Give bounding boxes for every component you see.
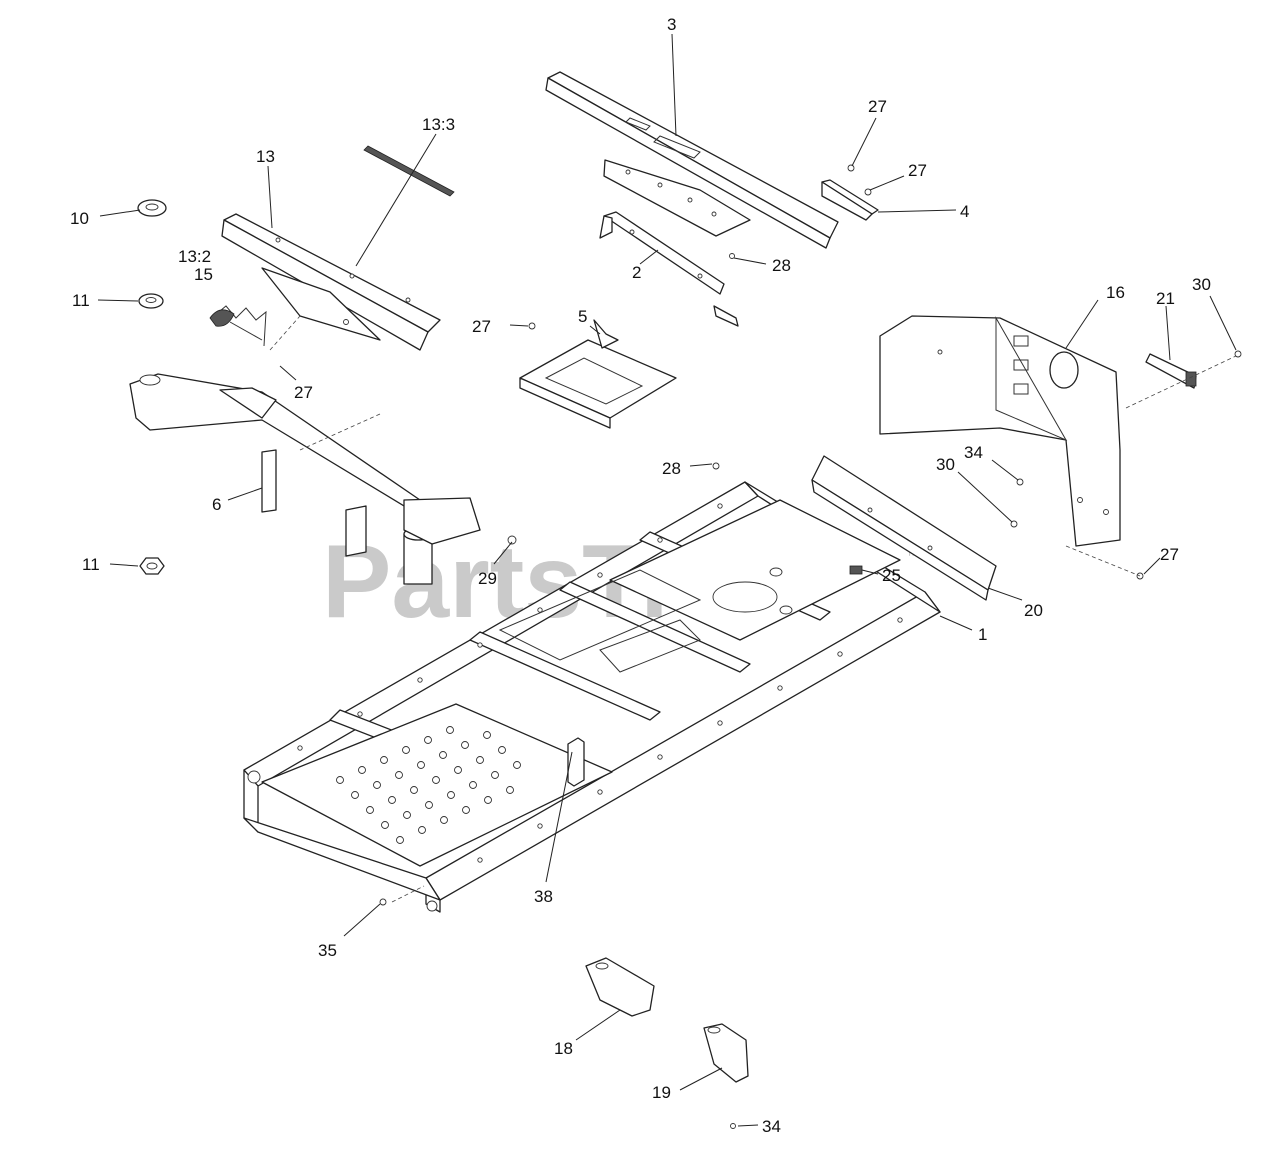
callout-18: 18	[554, 1039, 573, 1058]
part-13-seat-rail[interactable]	[221, 213, 441, 351]
callout-3: 3	[667, 15, 676, 34]
callout-34: 34	[964, 443, 983, 462]
callout-30: 30	[1192, 275, 1211, 294]
callout-27: 27	[294, 383, 313, 402]
callout-25: 25	[882, 566, 901, 585]
callout-13: 13	[256, 147, 275, 166]
callout-35: 35	[318, 941, 337, 960]
part-3-cross-member[interactable]	[545, 71, 839, 249]
part-15-spring[interactable]	[209, 305, 267, 347]
callout-13-2: 13:2	[178, 247, 211, 266]
callout-11: 11	[72, 291, 90, 310]
part-38-bracket[interactable]	[567, 737, 585, 787]
callout-4: 4	[960, 202, 969, 221]
callout-27: 27	[1160, 545, 1179, 564]
part-19-bracket[interactable]	[703, 1023, 749, 1083]
callout-21: 21	[1156, 289, 1175, 308]
callout-11: 11	[82, 555, 100, 574]
callout-15: 15	[194, 265, 213, 284]
part-21-bar[interactable]	[1145, 353, 1197, 389]
callout-38: 38	[534, 887, 553, 906]
callout-10: 10	[70, 209, 89, 228]
callout-28: 28	[772, 256, 791, 275]
leader-lines	[97, 33, 1237, 1127]
part-10-washer[interactable]	[137, 199, 167, 217]
part-20-rail[interactable]	[811, 455, 997, 601]
callout-27: 27	[472, 317, 491, 336]
part-4-bracket[interactable]	[821, 179, 879, 221]
part-11-nut-lower[interactable]	[139, 557, 165, 575]
callout-1: 1	[978, 625, 987, 644]
part-1-main-frame[interactable]	[243, 481, 941, 913]
floor-plate-perforations	[336, 726, 521, 844]
part-13-3-strip[interactable]	[363, 145, 455, 197]
part-18-bracket[interactable]	[585, 957, 655, 1017]
part-11-nut-upper[interactable]	[138, 293, 164, 309]
callout-20: 20	[1024, 601, 1043, 620]
part-16-rear-housing[interactable]	[879, 315, 1121, 547]
callout-6: 6	[212, 495, 221, 514]
callout-27: 27	[908, 161, 927, 180]
callout-19: 19	[652, 1083, 671, 1102]
callout-5: 5	[578, 307, 587, 326]
callout-16: 16	[1106, 283, 1125, 302]
callout-2: 2	[632, 263, 641, 282]
fasteners	[379, 164, 1242, 1129]
part-5-plate[interactable]	[519, 319, 677, 429]
callout-27: 27	[868, 97, 887, 116]
callout-labels: 3 27 27 4 13:3 13 10 13:2 15 11 28 2 27 …	[70, 15, 1211, 1136]
callout-34: 34	[762, 1117, 781, 1136]
frame-holes	[297, 503, 903, 863]
callout-13-3: 13:3	[422, 115, 455, 134]
callout-29: 29	[478, 569, 497, 588]
callout-28: 28	[662, 459, 681, 478]
part-6-front-axle[interactable]	[129, 373, 481, 585]
assembly-lines	[269, 315, 1237, 903]
part-2-bracket-rail[interactable]	[599, 211, 739, 327]
callout-30: 30	[936, 455, 955, 474]
part-25-clip[interactable]	[849, 565, 863, 575]
